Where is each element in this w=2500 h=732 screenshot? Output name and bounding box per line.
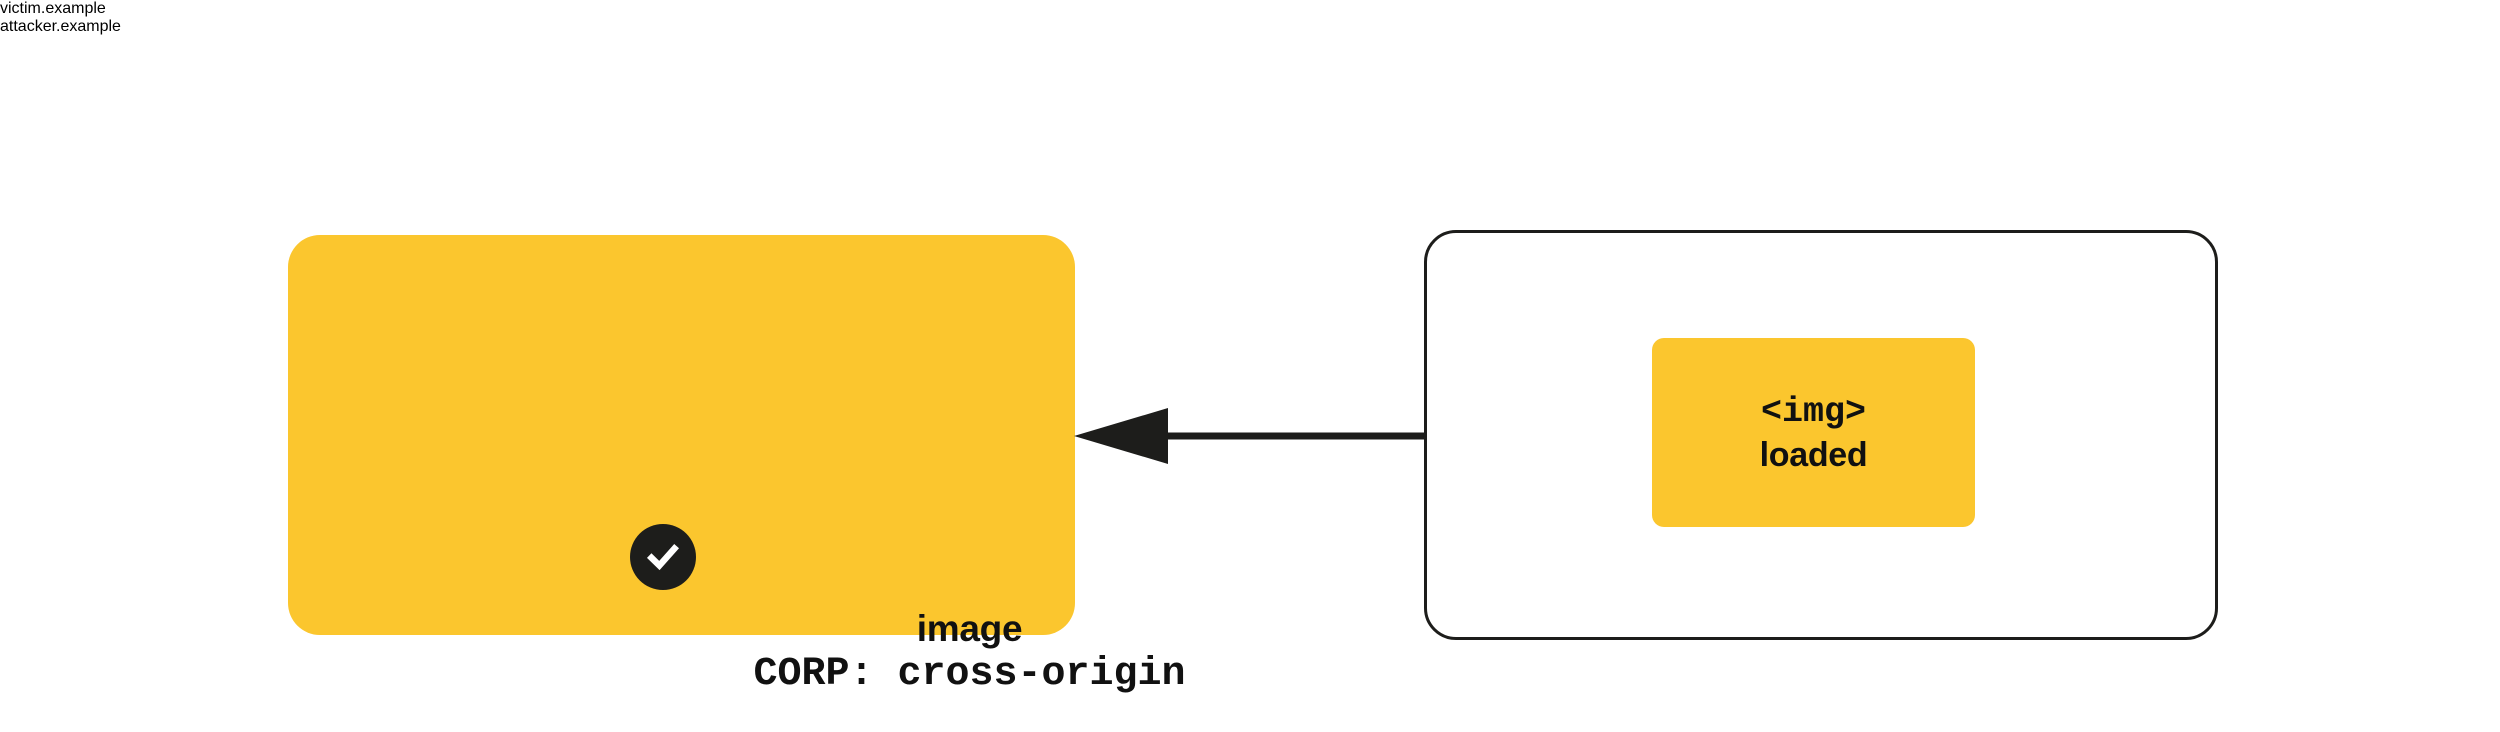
- victim-resource-text: image CORP: cross-origin: [576, 607, 1363, 699]
- victim-origin-label: victim.example: [0, 0, 106, 17]
- victim-corp-header: CORP: cross-origin: [753, 652, 1186, 697]
- victim-resource-card: image CORP: cross-origin: [288, 235, 1186, 697]
- attacker-img-tag: <img>: [1760, 391, 1867, 432]
- check-circle-icon: [630, 524, 696, 590]
- victim-resource-type: image: [916, 608, 1023, 649]
- attacker-img-state: loaded: [1759, 435, 1868, 474]
- attacker-origin-label: attacker.example: [0, 18, 121, 35]
- attacker-img-element-card: <img> loaded: [1652, 338, 1975, 527]
